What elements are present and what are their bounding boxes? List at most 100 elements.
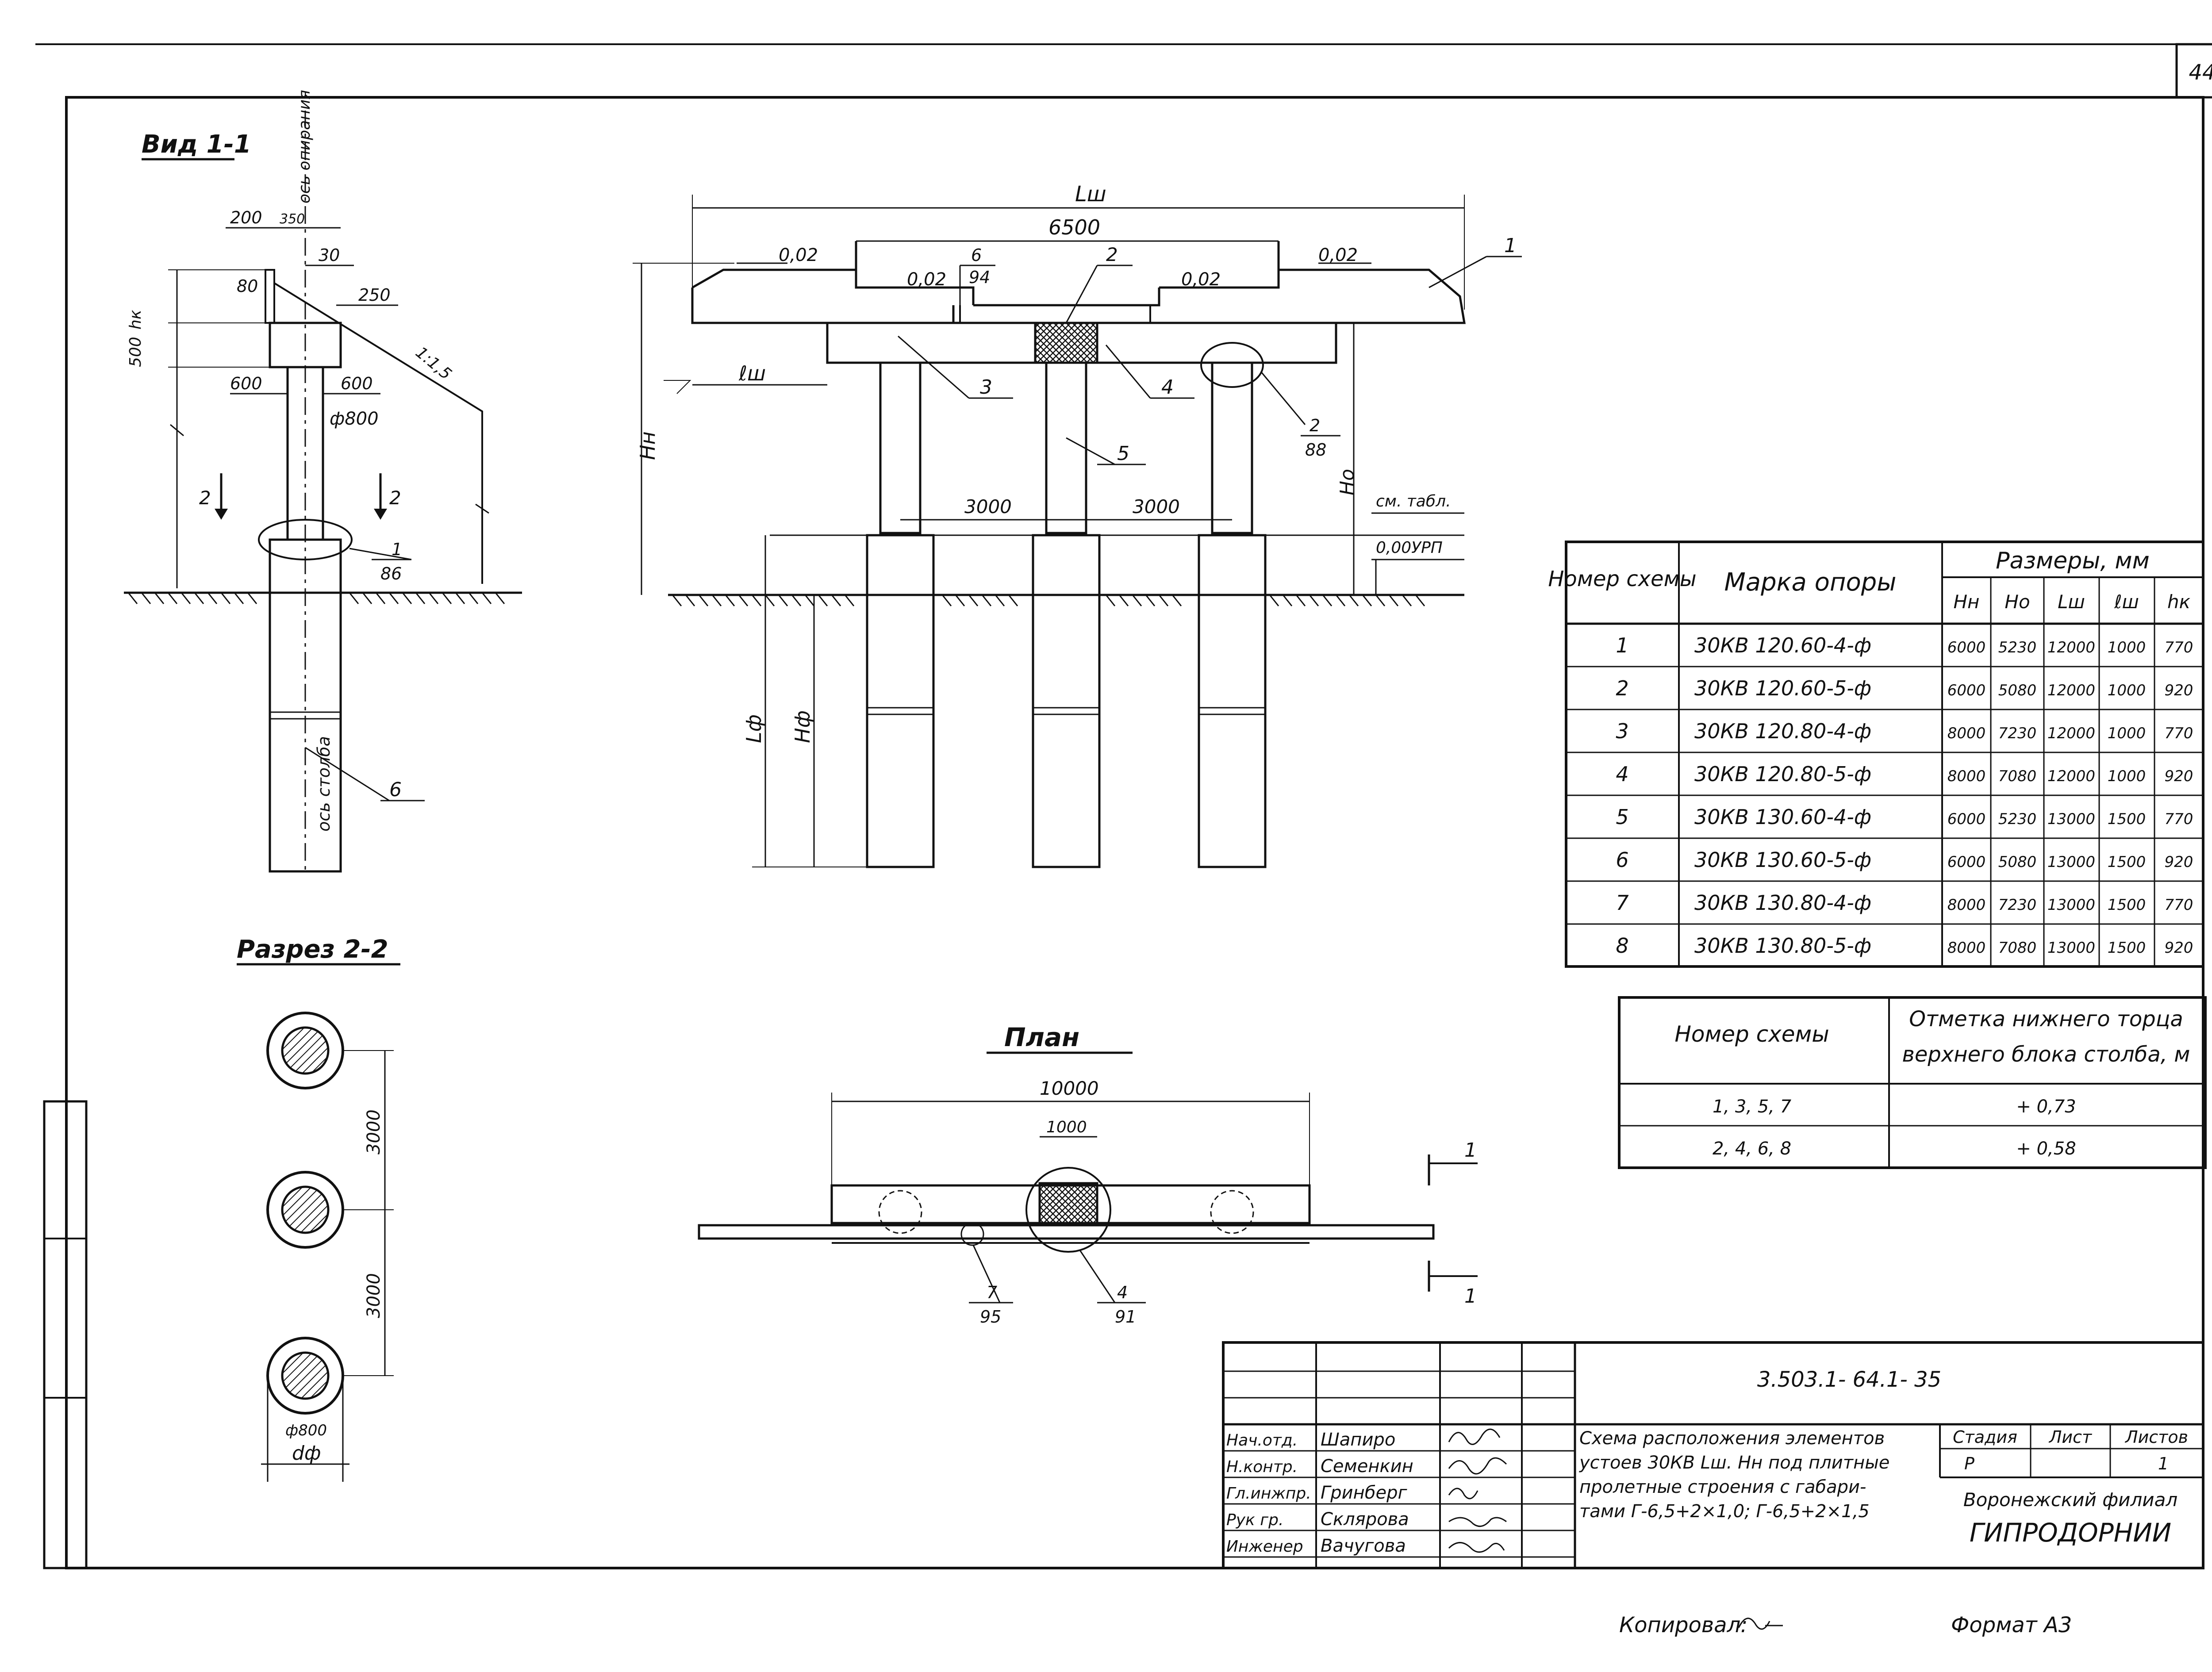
table-cell-r3-c4: 7230: [1998, 725, 2037, 742]
slope-label-left: 0,02: [779, 245, 818, 265]
sub-header-3: Lш: [2058, 591, 2085, 613]
title-line-4: тами Г-6,5+2×1,0; Г-6,5+2×1,5: [1579, 1501, 1870, 1522]
table-cell-r4-c2: 30КВ 120.80-5-ф: [1694, 762, 1871, 786]
dim-span-1: 3000: [964, 496, 1012, 518]
table-cell-r4-c3: 8000: [1947, 767, 1986, 785]
org-line-1: Воронежский филиал: [1963, 1489, 2177, 1511]
table-cell-r6-c4: 5080: [1998, 853, 2037, 871]
table-cell-r2-c5: 12000: [2047, 682, 2095, 699]
dim-lsh: Lш: [1075, 182, 1106, 207]
title-line-2: устоев 30КВ Lш. Нн под плитные: [1579, 1453, 1889, 1473]
table-cell-r1-c5: 12000: [2047, 639, 2095, 656]
sub-header-2: Но: [2005, 591, 2030, 613]
dim-30: 30: [319, 245, 340, 265]
stage-value: Р: [1964, 1454, 1974, 1473]
section-mark-left: 2: [199, 487, 211, 509]
elev-row-2-value: + 0,58: [2016, 1139, 2076, 1159]
stage-header: Стадия: [1953, 1427, 2017, 1447]
table-cell-r1-c4: 5230: [1998, 639, 2037, 656]
table-cell-r7-c2: 30КВ 130.80-4-ф: [1694, 891, 1871, 915]
axis-column-label: ось столба: [314, 736, 334, 832]
section-2-2: Разрез 2-2 3000 3000 ф800 dф: [237, 935, 400, 1482]
sub-header-4: ℓш: [2114, 591, 2139, 613]
table-cell-r7-c6: 1500: [2108, 896, 2146, 914]
table-cell-r2-c2: 30КВ 120.60-5-ф: [1694, 676, 1871, 700]
signer-name-1: Шапиро: [1321, 1430, 1395, 1450]
table-cell-r7-c5: 13000: [2047, 896, 2095, 914]
table-cell-r3-c2: 30КВ 120.80-4-ф: [1694, 719, 1871, 743]
view-1-1-title: Вид 1-1: [142, 130, 251, 159]
dim-200: 200: [230, 208, 262, 227]
slope-label-right: 0,02: [1318, 245, 1358, 265]
table-cell-r8-c7: 920: [2165, 939, 2193, 957]
callout-3: 3: [980, 376, 992, 399]
table-cell-r8-c3: 8000: [1947, 939, 1986, 957]
table-cell-r5-c4: 5230: [1998, 810, 2037, 828]
signer-role-5: Инженер: [1226, 1538, 1303, 1556]
plan-title: План: [1004, 1022, 1079, 1052]
dim-80: 80: [237, 276, 258, 296]
signer-role-4: Рук гр.: [1226, 1511, 1283, 1529]
elev-col-mark-1: Отметка нижнего торца: [1909, 1007, 2183, 1032]
dim-600-right: 600: [341, 374, 373, 393]
dim-phi800-section: ф800: [285, 1422, 327, 1439]
section-mark-right: 2: [389, 487, 401, 509]
sheets-value: 1: [2158, 1454, 2169, 1473]
see-table-label: см. табл.: [1376, 492, 1451, 510]
document-code: 3.503.1- 64.1- 35: [1757, 1367, 1941, 1392]
callout-6-sheet: 94: [969, 268, 990, 287]
page-number: 44: [2189, 60, 2212, 85]
signer-role-2: Н.контр.: [1226, 1458, 1298, 1476]
dim-lsh-small: ℓш: [738, 361, 766, 385]
callout-4-sheet: 91: [1115, 1307, 1136, 1327]
table-cell-r2-c3: 6000: [1947, 682, 1986, 699]
elevation-table: Номер схемы Отметка нижнего торца верхне…: [1618, 996, 2207, 1169]
callout-6: 6: [389, 778, 402, 801]
table-cell-r8-c5: 13000: [2047, 939, 2095, 957]
dim-3000-lower: 3000: [364, 1273, 384, 1318]
table-cell-r4-c7: 920: [2165, 767, 2193, 785]
table-cell-r2-c4: 5080: [1998, 682, 2037, 699]
table-cell-r2-c7: 920: [2165, 682, 2193, 699]
table-cell-r8-c1: 8: [1616, 934, 1628, 958]
table-cell-r8-c4: 7080: [1998, 939, 2037, 957]
callout-6-num: 6: [971, 245, 982, 265]
table-cell-r4-c4: 7080: [1998, 767, 2037, 785]
pile-circle-bottom: [266, 1337, 344, 1415]
dim-500: 500: [127, 337, 145, 367]
table-cell-r4-c5: 12000: [2047, 767, 2095, 785]
dim-df: dф: [292, 1442, 321, 1465]
callout-1-sheet: 86: [380, 564, 402, 583]
slope-label-inner-right: 0,02: [1181, 269, 1221, 290]
signer-name-5: Вачугова: [1321, 1536, 1406, 1556]
org-line-2: ГИПРОДОРНИИ: [1970, 1518, 2171, 1548]
table-cell-r7-c1: 7: [1616, 891, 1628, 915]
table-cell-r5-c5: 13000: [2047, 810, 2095, 828]
ground-level-label: 0,00УРП: [1376, 539, 1443, 557]
elev-col-scheme: Номер схемы: [1674, 1021, 1829, 1047]
dim-10000: 10000: [1040, 1078, 1099, 1099]
col-header-sizes: Размеры, мм: [1996, 548, 2150, 574]
table-cell-r5-c1: 5: [1616, 805, 1628, 829]
pile-circle-top: [266, 1012, 344, 1089]
table-cell-r3-c3: 8000: [1947, 725, 1986, 742]
col-header-mark: Марка опоры: [1724, 568, 1896, 597]
table-cell-r6-c2: 30КВ 130.60-5-ф: [1694, 848, 1871, 872]
dim-span-2: 3000: [1133, 496, 1180, 518]
dim-phi800: ф800: [330, 409, 379, 429]
table-cell-r6-c1: 6: [1616, 848, 1628, 872]
dim-1000: 1000: [1046, 1118, 1087, 1136]
callout-2: 2: [1106, 244, 1118, 265]
dim-600-left: 600: [230, 374, 262, 393]
table-cell-r2-c1: 2: [1616, 676, 1628, 700]
format-label: Формат А3: [1951, 1613, 2072, 1637]
table-cell-r7-c7: 770: [2165, 896, 2193, 914]
callout-1-num: 1: [392, 540, 402, 559]
table-cell-r6-c3: 6000: [1947, 853, 1986, 871]
view-1-1: Вид 1-1 ось опирания 200 350 30 80 250 h…: [124, 90, 522, 873]
table-cell-r1-c6: 1000: [2108, 639, 2146, 656]
table-cell-r8-c2: 30КВ 130.80-5-ф: [1694, 934, 1871, 958]
dim-slope: 1:1,5: [412, 343, 455, 383]
table-cell-r6-c7: 920: [2165, 853, 2193, 871]
table-cell-r3-c7: 770: [2165, 725, 2193, 742]
